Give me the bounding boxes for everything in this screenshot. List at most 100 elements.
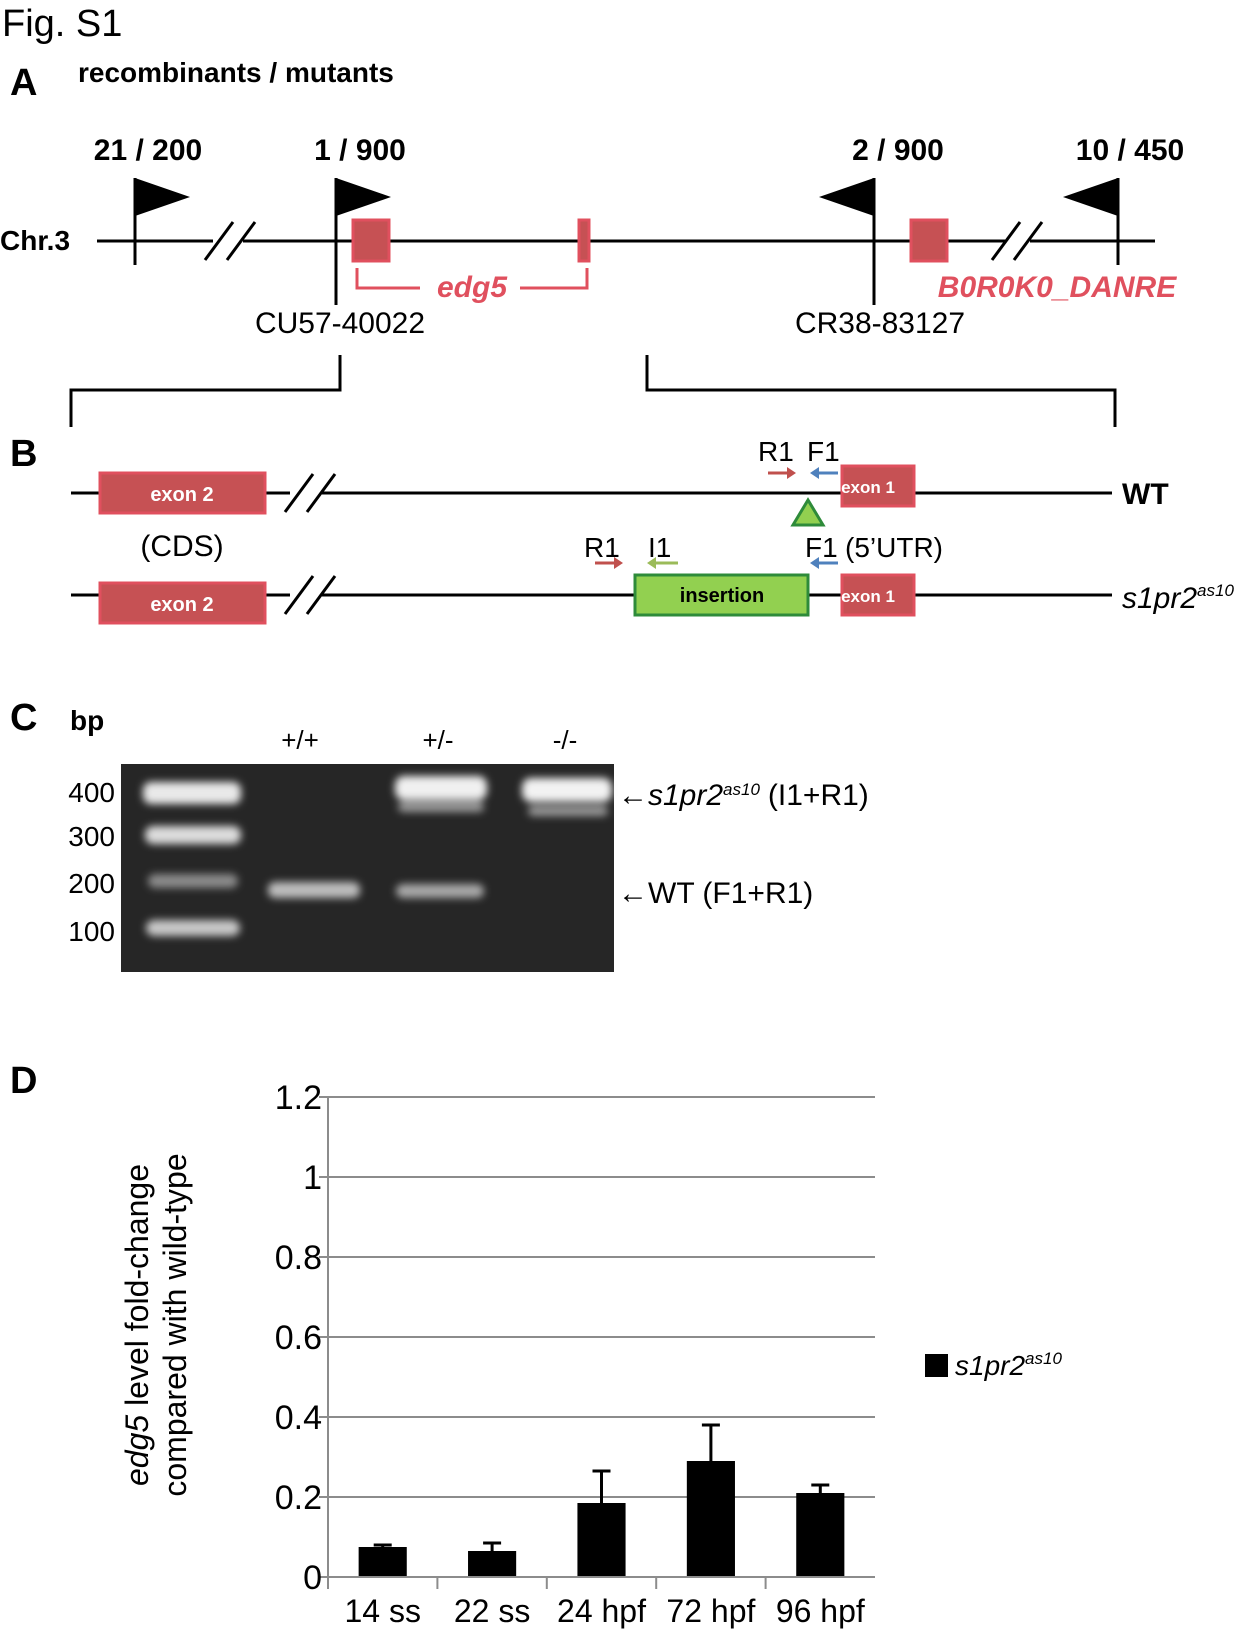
wt-break-mark [283,473,315,513]
x-tick-label: 72 hpf [666,1593,755,1629]
insertion-label: insertion [680,585,764,607]
x-tick-label: 24 hpf [557,1593,646,1629]
marker-flag-icon [336,178,391,216]
lane-label-wt: +/+ [281,725,319,755]
bar-1 [358,1547,407,1577]
edg5-exon-box [351,218,391,263]
legend-label-main: s1pr2 [955,1350,1025,1381]
edg5-exon-box [577,218,591,263]
edg5-bracket [520,268,589,290]
het-lane-band-wt [396,884,484,898]
marker-flag-icon [1063,178,1118,216]
y-tick-label: 0.6 [275,1319,322,1357]
het-lane-band-mutant [395,776,487,800]
ladder-label-100: 100 [68,916,115,947]
mut-f1-arrow-head [810,557,819,569]
y-axis-label-italic: edg5 [119,1415,155,1486]
wt-primer-f1: F1 [807,436,840,467]
b0r0k0-exon-box [909,218,949,263]
wt-lane-band-200 [268,882,360,898]
band-wt-text: WT (F1+R1) [648,877,813,910]
panel-c: C bp +/+ +/- -/- 400 300 200 100 ←s1pr2a… [10,697,869,972]
band-wt-arrow-icon: ← [618,877,648,910]
y-axis-label-line1: edg5 level fold-change [119,1164,155,1486]
legend-label: s1pr2as10 [955,1349,1062,1381]
panel-d: D edg5 level fold-change compared with w… [10,1060,1062,1629]
chromosome-break-mark [1012,221,1044,261]
y-tick-label: 0 [303,1559,322,1597]
y-tick-label: 0.2 [275,1479,322,1517]
lane-label-mut: -/- [553,725,578,755]
mutant-label-main: s1pr2 [1122,582,1197,615]
chromosome-label: Chr.3 [0,225,70,256]
mut-exon2-box [98,581,267,625]
band-wt-annotation: ←WT (F1+R1) [618,877,813,910]
mut-lane-band-mutant [522,778,612,802]
mutant-break-mark [305,575,337,615]
bp-unit-label: bp [70,705,104,736]
marker-count-2: 1 / 900 [314,134,406,167]
marker-flag-icon [819,178,874,216]
chart-axes [327,1097,875,1589]
wt-exon2-box [98,471,267,515]
bar-5 [796,1493,845,1577]
legend-label-sup: as10 [1025,1349,1062,1368]
marker-left-name: CU57-40022 [255,307,425,340]
y-axis-label-rest: level fold-change [119,1164,155,1415]
band-mutant-arrow-icon: ← [618,779,648,812]
mut-exon1-label: exon 1 [841,587,895,606]
wt-r1-arrow-head [787,467,796,479]
ladder-label-300: 300 [68,821,115,852]
bar-2 [468,1551,517,1577]
insertion-box [633,573,810,617]
figure-title: Fig. S1 [2,3,122,45]
mut-i1-arrow-head [647,557,656,569]
wt-primer-r1: R1 [758,436,794,467]
chart-gridlines [328,1096,875,1498]
lane-label-het: +/- [422,725,453,755]
chromosome-break-mark [990,221,1022,261]
mutant-break-mark [283,575,315,615]
marker-flag-icon [135,178,190,216]
chart-y-ticks: 00.20.40.60.811.2 [275,1079,328,1597]
mut-primer-r1: R1 [584,532,620,563]
chromosome-break-mark [225,221,257,261]
wt-f1-arrow-head [810,467,819,479]
marker-count-3: 2 / 900 [852,134,944,167]
panel-b-letter: B [10,433,37,475]
wt-exon1-box [840,464,916,508]
chart-bars [358,1423,845,1577]
insertion-site-triangle-icon [790,497,826,527]
chromosome-break-mark [203,221,235,261]
marker-count-1: 21 / 200 [94,134,202,167]
panel-d-letter: D [10,1060,37,1102]
zoom-bracket-left [69,355,342,427]
y-tick-label: 1.2 [275,1079,322,1117]
panel-c-letter: C [10,697,37,739]
x-tick-label: 96 hpf [776,1593,865,1629]
band-mutant-primers: (I1+R1) [768,779,869,812]
mut-exon2-label: exon 2 [150,594,213,616]
ladder-band-300 [145,826,241,844]
y-tick-label: 0.4 [275,1399,322,1437]
panel-b: B exon 2 exon 1 WT R1 F1 (CDS) R1 I1 F1 … [10,433,1234,625]
y-axis-label-line2: compared with wild-type [157,1153,193,1496]
legend-swatch [925,1354,948,1377]
mutant-label: s1pr2as10 [1122,581,1234,615]
y-tick-label: 0.8 [275,1239,322,1277]
zoom-bracket-right [645,355,1117,427]
wt-label: WT [1122,478,1169,511]
edg5-bracket [355,268,420,290]
panel-a-heading: recombinants / mutants [78,57,394,88]
b0r0k0-label: B0R0K0_DANRE [938,271,1177,304]
ladder-band-200 [148,874,238,888]
mut-exon1-box [840,573,916,617]
mut-lane-band-faint [528,806,608,816]
gel-bands [143,776,612,936]
wt-break-mark [305,473,337,513]
ladder-band-100 [146,920,240,936]
x-tick-label: 22 ss [454,1593,530,1629]
mut-primer-f1: F1 [805,532,838,563]
marker-count-4: 10 / 450 [1076,134,1184,167]
